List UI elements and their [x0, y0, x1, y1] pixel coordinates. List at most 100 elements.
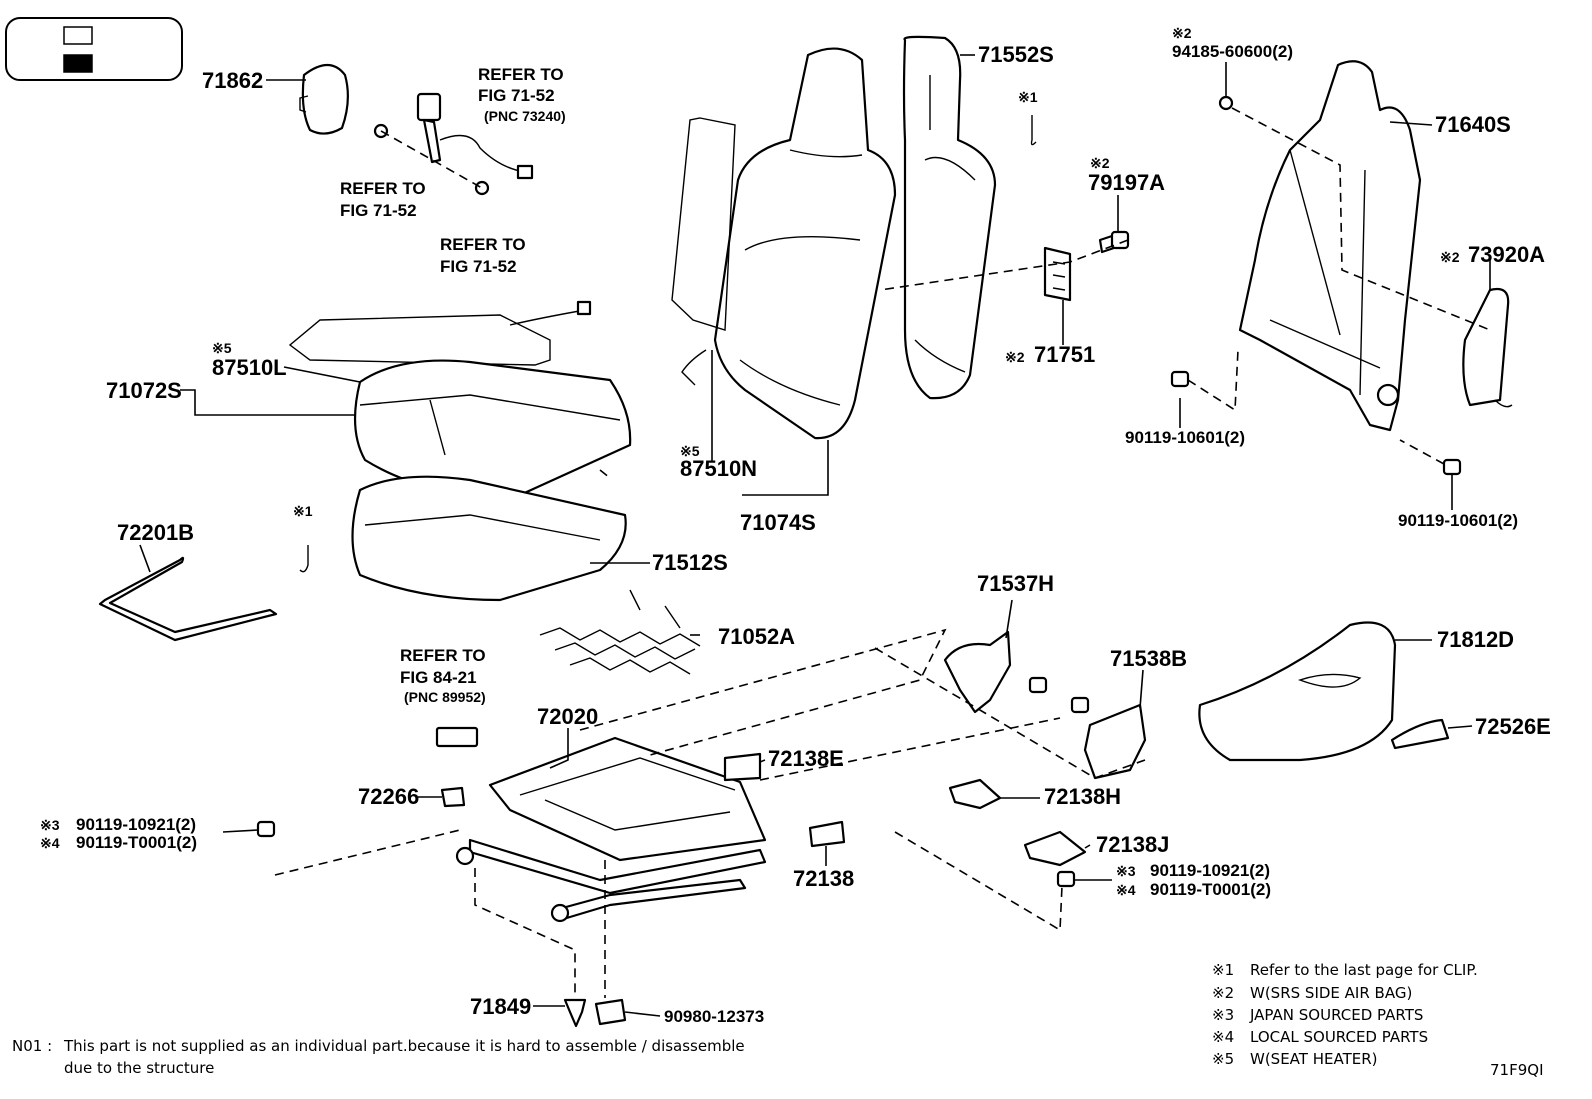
label-71072S: 71072S [106, 378, 182, 403]
part-89952-connector [435, 726, 479, 748]
part-71849-clip [563, 998, 587, 1028]
note-m2-79197A: ※2 [1090, 155, 1110, 171]
legend-text-2: W(SRS SIDE AIR BAG) [1250, 984, 1412, 1002]
footnote-code: N01 : [12, 1037, 52, 1055]
label-90119-T0001-right: 90119-T0001(2) [1150, 880, 1271, 899]
key-open-icon [63, 26, 93, 45]
label-71751: 71751 [1034, 342, 1095, 367]
footnote: N01 : This part is not supplied as an in… [12, 1037, 745, 1077]
part-90980-connector [594, 998, 627, 1026]
note-m5-87510L: ※5 [212, 340, 232, 356]
legend-mark-1: ※1 [1212, 961, 1234, 979]
refer-fig-belt: FIG 71-52 [478, 86, 555, 105]
part-72201B-wire [98, 556, 278, 642]
part-71640S-seatback-frame [1218, 60, 1422, 432]
label-72201B: 72201B [117, 520, 194, 545]
label-71849: 71849 [470, 994, 531, 1019]
note-m4-left: ※4 [40, 835, 60, 851]
label-90119-T0001-left: 90119-T0001(2) [76, 833, 197, 852]
figure-code: 71F9QI [1490, 1061, 1544, 1079]
label-94185-60600: 94185-60600(2) [1172, 42, 1293, 61]
part-71052A-spring [539, 589, 701, 675]
refer-fig-left: FIG 71-52 [340, 201, 417, 220]
legend: ※1 Refer to the last page for CLIP. ※2 W… [1212, 961, 1478, 1068]
label-72138H: 72138H [1044, 784, 1121, 809]
label-73920A: 73920A [1468, 242, 1545, 267]
label-90980-12373: 90980-12373 [664, 1007, 764, 1026]
legend-text-1: Refer to the last page for CLIP. [1250, 961, 1478, 979]
part-87510L-heater-mat [288, 300, 592, 366]
note-m3-right: ※3 [1116, 863, 1136, 879]
legend-mark-4: ※4 [1212, 1028, 1234, 1046]
part-73920A-airbag [1462, 287, 1513, 408]
part-79197A-bolt [1098, 230, 1130, 254]
part-seat-bolts [1170, 370, 1462, 476]
label-71512S: 71512S [652, 550, 728, 575]
part-71072S-cushion-assembly [353, 359, 632, 497]
label-71552S: 71552S [978, 42, 1054, 67]
clip-icon-cushion [299, 545, 309, 573]
refer-to-belt: REFER TO [478, 65, 564, 84]
legend-text-4: LOCAL SOURCED PARTS [1250, 1028, 1428, 1046]
label-72526E: 72526E [1475, 714, 1551, 739]
label-72266: 72266 [358, 784, 419, 809]
refer-fig-right: FIG 71-52 [440, 257, 517, 276]
legend-mark-2: ※2 [1212, 984, 1234, 1002]
part-71074S-seatback-assembly [671, 47, 897, 440]
note-m4-right: ※4 [1116, 882, 1136, 898]
part-72526E-cover [1390, 718, 1450, 750]
footnote-line-2: due to the structure [64, 1059, 214, 1077]
part-71751-bracket [1043, 246, 1072, 302]
part-seat-belt-buckle [373, 92, 534, 196]
refer-to-right: REFER TO [440, 235, 526, 254]
legend-text-5: W(SEAT HEATER) [1250, 1050, 1377, 1068]
note-m2-94185: ※2 [1172, 25, 1192, 41]
refer-fig-84-21: FIG 84-21 [400, 668, 477, 687]
legend-mark-3: ※3 [1212, 1006, 1234, 1024]
label-90119-10921-right: 90119-10921(2) [1150, 861, 1270, 880]
label-90119-10601-left: 90119-10601(2) [1125, 428, 1245, 447]
label-72138E: 72138E [768, 746, 844, 771]
label-87510N: 87510N [680, 456, 757, 481]
note-m2-73920A: ※2 [1440, 249, 1460, 265]
part-72266-clip [440, 786, 466, 808]
label-90119-10601-right: 90119-10601(2) [1398, 511, 1518, 530]
assembly-dash-lines [274, 107, 1491, 998]
label-71862: 71862 [202, 68, 263, 93]
part-right-bolt [1056, 870, 1076, 888]
note-m2-71751: ※2 [1005, 349, 1025, 365]
label-90119-10921-left: 90119-10921(2) [76, 815, 196, 834]
note-m1-clip-cushion: ※1 [293, 503, 313, 519]
label-71537H: 71537H [977, 571, 1054, 596]
part-71512S-cushion-pad [351, 475, 627, 602]
key-box [5, 17, 183, 81]
note-m5-87510N: ※5 [680, 443, 700, 459]
refer-pnc-73240: (PNC 73240) [484, 108, 566, 124]
note-m1-clip-back: ※1 [1018, 89, 1038, 105]
leader-lines [139, 54, 1491, 1017]
key-filled-icon [63, 54, 93, 73]
part-71812D-shield [1198, 621, 1397, 762]
label-71538B: 71538B [1110, 646, 1187, 671]
legend-text-3: JAPAN SOURCED PARTS [1249, 1006, 1423, 1024]
refer-pnc-89952: (PNC 89952) [404, 689, 486, 705]
part-71537H-side-bracket [943, 630, 1048, 714]
part-72020-seat-track [455, 736, 767, 923]
label-87510L: 87510L [212, 355, 287, 380]
footnote-line-1: This part is not supplied as an individu… [63, 1037, 745, 1055]
label-79197A: 79197A [1088, 170, 1165, 195]
part-72138-clip [808, 820, 846, 848]
part-labels: 71862 71552S 71640S ※2 94185-60600(2) ※1… [40, 25, 1551, 1026]
clip-icon-back [1030, 115, 1037, 146]
part-71862-cover [299, 63, 349, 135]
part-left-bolt [256, 820, 276, 838]
part-71552S-seatback-cover [902, 35, 997, 400]
label-71812D: 71812D [1437, 627, 1514, 652]
part-72138E-clip [723, 752, 762, 782]
part-72138J-clip [1023, 830, 1087, 867]
part-71538B-side-bracket [1070, 696, 1147, 780]
label-72138: 72138 [793, 866, 854, 891]
label-71640S: 71640S [1435, 112, 1511, 137]
label-71074S: 71074S [740, 510, 816, 535]
